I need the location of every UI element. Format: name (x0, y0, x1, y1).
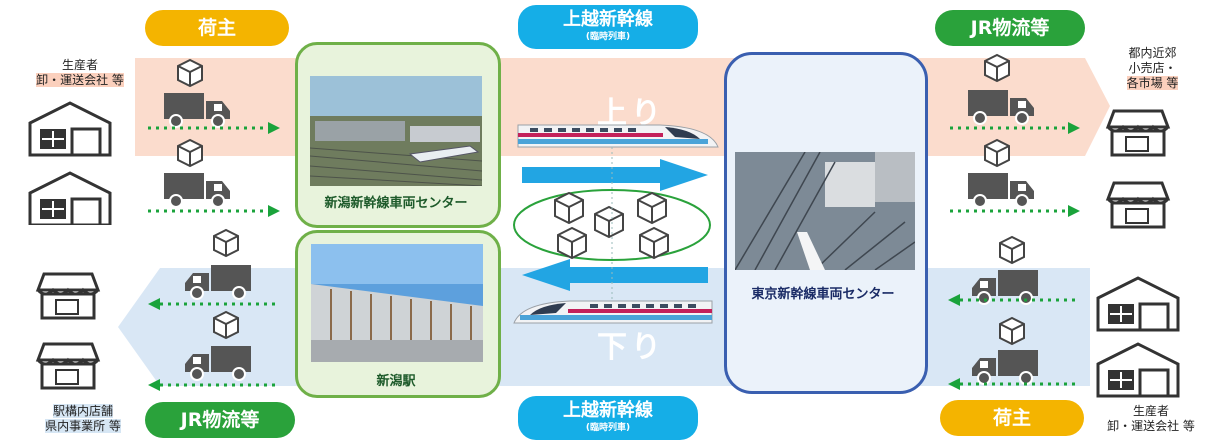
niigata-station-photo (311, 244, 483, 362)
shinkansen-train-icon (517, 124, 719, 148)
shipper-pill-top: 荷主 (145, 10, 289, 46)
bottom-right-label: 生産者 卸・運送会社 等 (1095, 404, 1207, 434)
truck-icon (163, 92, 231, 128)
top-right-label: 都内近郊 小売店・ 各市場 等 (1105, 46, 1200, 91)
top-left-label: 生産者 卸・運送会社 等 (30, 58, 130, 88)
cargo-arrow-right (522, 159, 708, 191)
package-icon (177, 139, 203, 167)
jr-logistics-pill-top: JR物流等 (935, 10, 1085, 46)
truck-icon (967, 172, 1035, 208)
cargo-packages (554, 191, 669, 260)
package-icon (984, 139, 1010, 167)
shipper-houses-left (28, 101, 112, 225)
label-line: 各市場 等 (1126, 76, 1179, 90)
cargo-arrow-left (522, 259, 708, 291)
joetsu-line-top: 上越新幹線 (臨時列車) (518, 5, 698, 49)
line-name: 上越新幹線 (563, 9, 653, 30)
niigata-center-label: 新潟新幹線車両センター (324, 196, 468, 211)
package-icon (177, 59, 203, 87)
label-line: 小売店・ (1128, 61, 1177, 75)
shipper-houses-right (1096, 276, 1180, 398)
warehouse-icon (28, 101, 112, 157)
jr-logistics-pill-bottom: JR物流等 (145, 402, 295, 438)
line-name: 上越新幹線 (563, 400, 653, 421)
package-icon (999, 236, 1025, 264)
store-icons-right (1105, 109, 1171, 229)
label-line: 卸・運送会社 等 (1107, 419, 1195, 433)
label-line: 生産者 (61, 58, 98, 72)
label-line: 県内事業所 等 (45, 419, 121, 433)
bottom-left-label: 駅構内店舗 県内事業所 等 (28, 404, 138, 434)
store-icon (1105, 109, 1171, 157)
label-line: 都内近郊 (1128, 46, 1177, 60)
truck-icon (184, 345, 252, 381)
store-icons-left (35, 272, 101, 390)
package-icon (213, 311, 239, 339)
label-line: 卸・運送会社 等 (36, 73, 124, 87)
shinkansen-train-icon (513, 300, 713, 324)
package-icon (999, 317, 1025, 345)
center-transport (513, 124, 719, 324)
store-icon (35, 342, 101, 390)
label-line: 駅構内店舗 (52, 404, 113, 418)
package-icon (213, 229, 239, 257)
tokyo-center-label: 東京新幹線車両センター (751, 287, 895, 302)
truck-icon (184, 264, 252, 300)
niigata-center-photo (310, 76, 482, 186)
truck-icon (971, 269, 1039, 305)
shipper-pill-bottom: 荷主 (940, 400, 1084, 436)
store-icon (35, 272, 101, 320)
cargo-ellipse (513, 189, 711, 261)
warehouse-icon (1096, 342, 1180, 398)
warehouse-icon (1096, 276, 1180, 332)
package-icon (984, 54, 1010, 82)
warehouse-icon (28, 171, 112, 225)
store-icon (1105, 181, 1171, 229)
line-sub: (臨時列車) (585, 32, 631, 42)
truck-icon (163, 172, 231, 208)
label-line: 生産者 (1132, 404, 1169, 418)
direction-down-label: 下り (597, 330, 665, 365)
joetsu-line-bottom: 上越新幹線 (臨時列車) (518, 396, 698, 440)
truck-icon (971, 349, 1039, 385)
tokyo-center-photo (735, 152, 915, 270)
line-sub: (臨時列車) (585, 423, 631, 433)
niigata-station-label: 新潟駅 (376, 374, 416, 389)
truck-icon (967, 89, 1035, 125)
